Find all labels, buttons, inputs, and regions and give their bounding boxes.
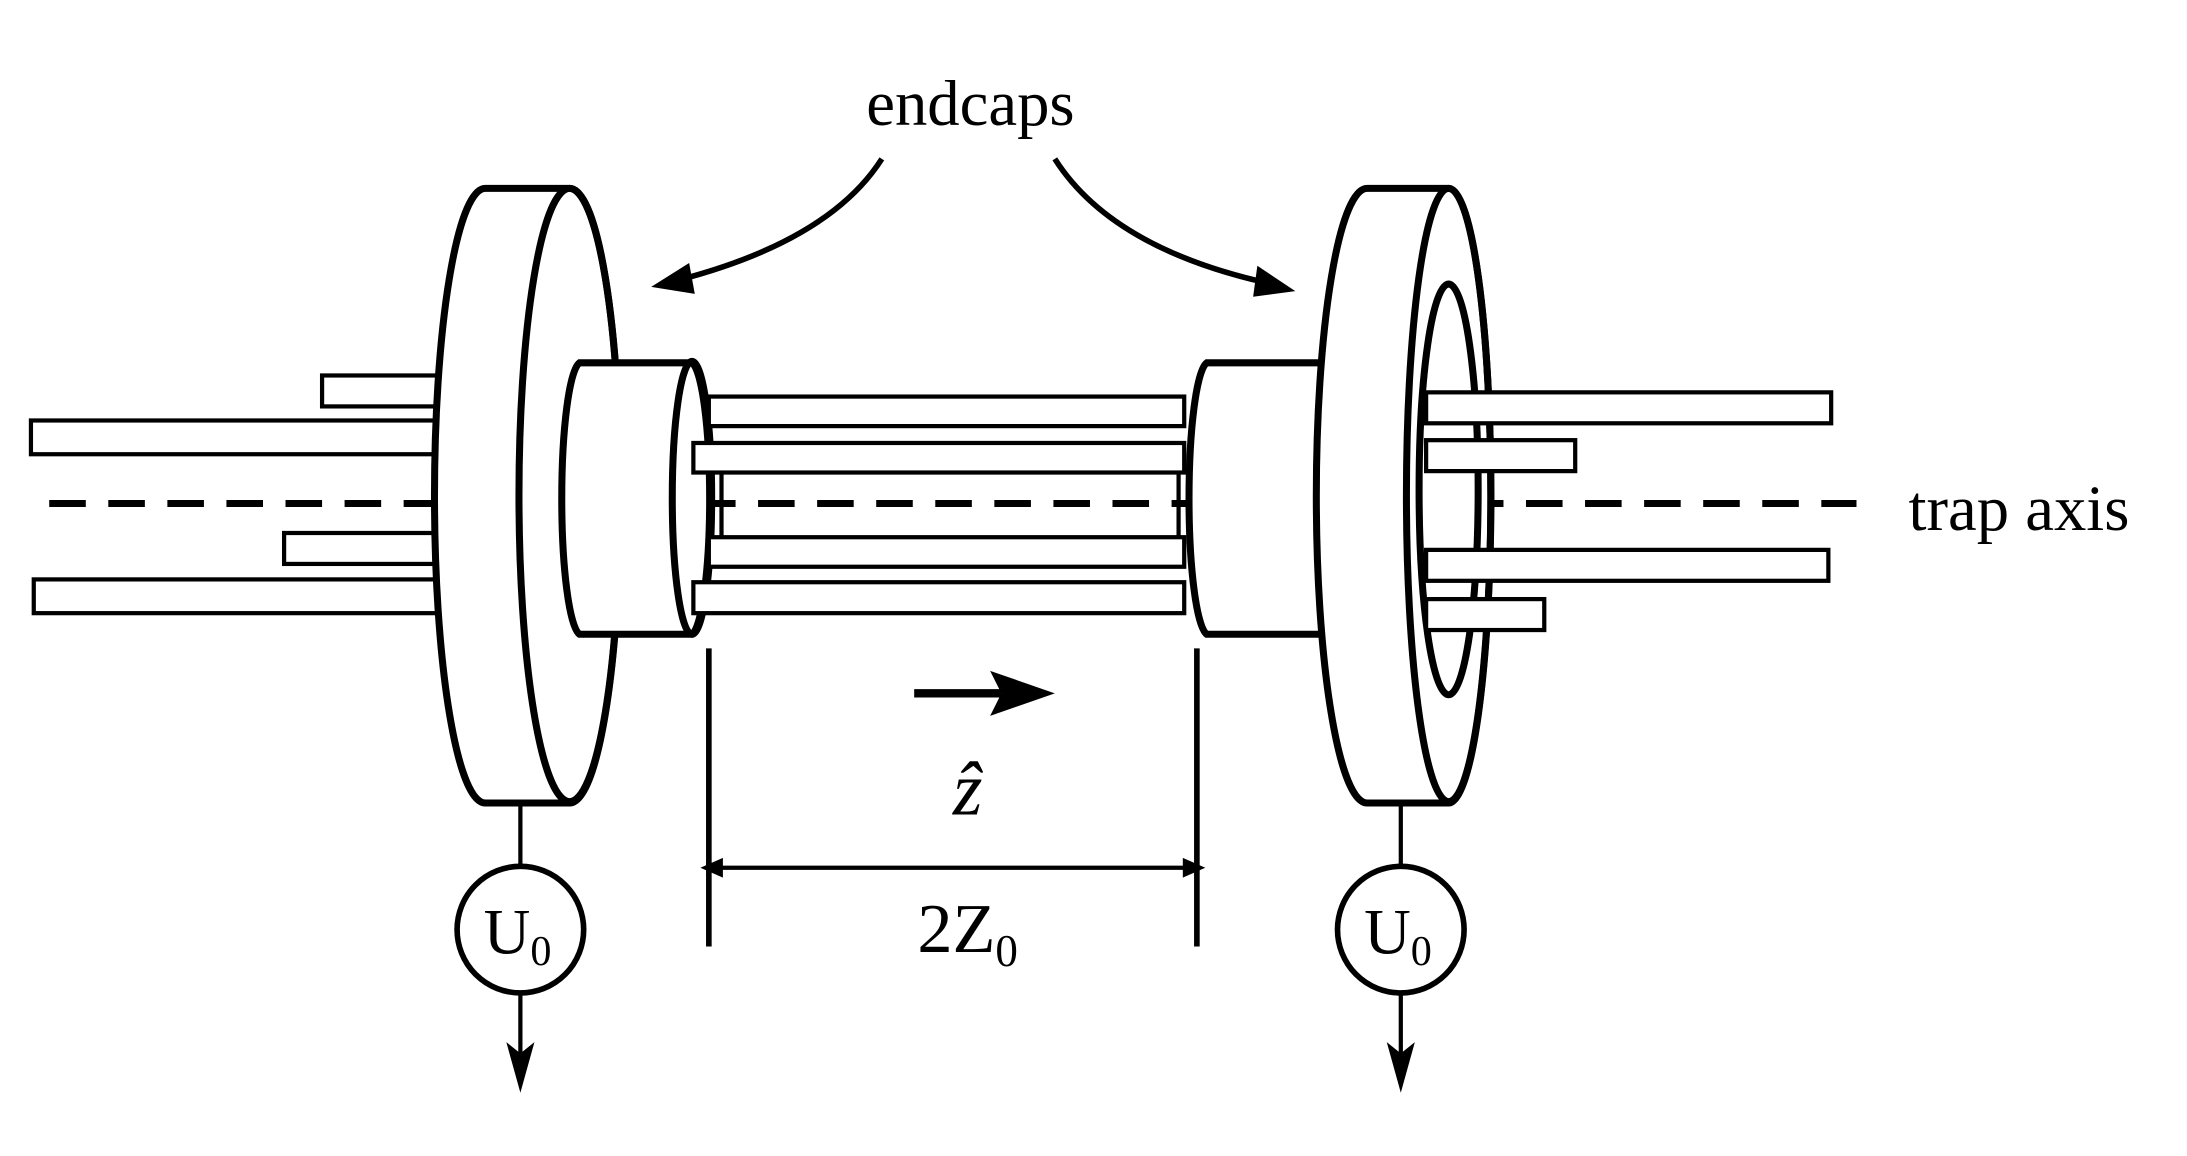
right-voltage-label: U	[1364, 896, 1411, 968]
left-rod-3	[281, 530, 444, 567]
left-endcap-cylinder	[558, 357, 716, 638]
endcaps-arrow-right	[1052, 157, 1267, 286]
left-rod-2	[28, 418, 444, 457]
svg-text:U0: U0	[1364, 896, 1432, 975]
right-rod-2	[1424, 438, 1578, 474]
right-rod-4	[1424, 596, 1547, 633]
arrowhead-left	[651, 262, 695, 294]
center-rods	[691, 394, 1187, 616]
dimension-label: 2Z0	[917, 890, 1018, 976]
left-rod-4	[31, 577, 444, 616]
z-direction-arrowhead	[990, 670, 1055, 716]
trap-axis-label: trap axis	[1909, 472, 2130, 544]
left-voltage-source: U0	[454, 805, 587, 1093]
down-arrow-icon	[1386, 1042, 1415, 1093]
z-hat-label: ẑ	[952, 747, 984, 831]
center-rod-1	[706, 394, 1187, 429]
center-rod-4	[691, 580, 1187, 616]
dimension-arrowhead-right	[1182, 857, 1206, 878]
right-voltage-source: U0	[1334, 805, 1467, 1093]
right-rod-3	[1424, 547, 1831, 583]
right-endcap-disk	[1312, 184, 1495, 807]
left-rods	[28, 373, 444, 616]
center-rod-3	[706, 535, 1187, 569]
dimension-arrowhead-left	[700, 857, 723, 878]
right-rod-1	[1424, 390, 1834, 426]
arrowhead-right	[1253, 265, 1296, 297]
endcaps-label: endcaps	[866, 67, 1074, 139]
endcaps-arrow-left	[678, 157, 885, 283]
center-rod-2	[691, 440, 1187, 475]
left-voltage-label: U	[484, 896, 531, 968]
right-rods	[1424, 390, 1834, 633]
left-rod-1	[319, 373, 444, 409]
down-arrow-icon	[506, 1042, 535, 1093]
svg-text:U0: U0	[484, 896, 552, 975]
right-endcap-cylinder	[1185, 359, 1333, 638]
